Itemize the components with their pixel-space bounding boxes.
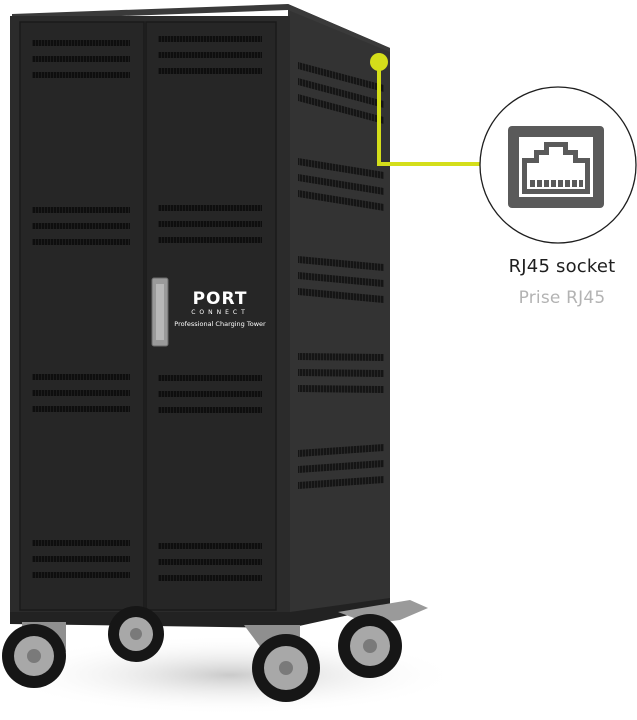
caster-front-left bbox=[2, 622, 66, 688]
rj45-ethernet-port-icon bbox=[508, 126, 604, 208]
left-door bbox=[19, 21, 145, 611]
callout-label-en: RJ45 socket bbox=[508, 256, 616, 277]
side-vents bbox=[298, 62, 384, 489]
callout-label-fr: Prise RJ45 bbox=[518, 288, 606, 308]
brand-logo: PORT CONNECT Professional Charging Tower bbox=[170, 290, 270, 329]
brand-tagline: Professional Charging Tower bbox=[174, 320, 266, 328]
callout-dot bbox=[370, 53, 388, 71]
brand-name: PORT bbox=[192, 289, 248, 309]
brand-subname: CONNECT bbox=[191, 309, 249, 316]
right-door-vents bbox=[158, 36, 262, 581]
caster-back-left bbox=[108, 606, 164, 662]
left-door-vents bbox=[32, 40, 130, 578]
caster-back-right-with-brake bbox=[338, 600, 428, 678]
callout-connector bbox=[370, 53, 480, 166]
caster-front-right bbox=[244, 625, 320, 702]
